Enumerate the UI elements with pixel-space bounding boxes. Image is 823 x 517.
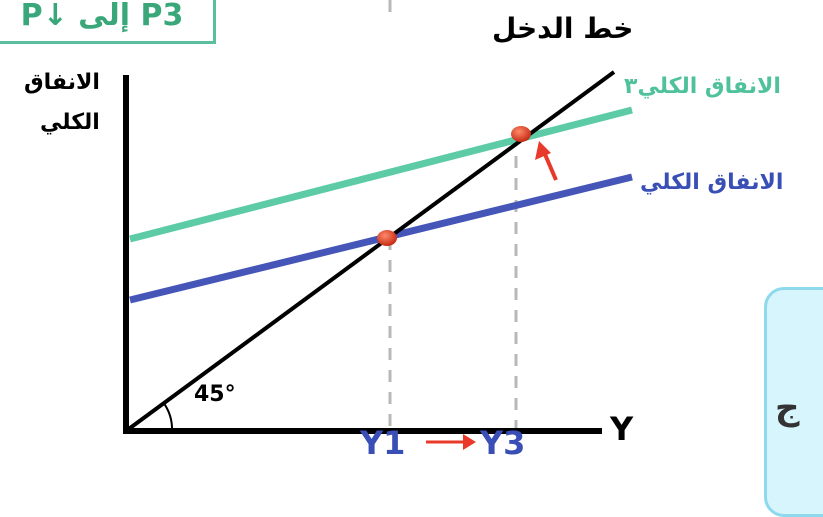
ae3-label: الانفاق الكلي٣: [624, 74, 781, 99]
price-change-box: P↓ إلى P3: [0, 0, 216, 44]
ae-label: الانفاق الكلي: [640, 170, 784, 195]
income-line-45: [124, 70, 616, 433]
angle-label: 45°: [194, 382, 236, 407]
y1-label: Y1: [360, 424, 406, 462]
y3-label: Y3: [480, 424, 526, 462]
shift-arrow: [535, 141, 558, 181]
y-axis-label-line1: الانفاق: [24, 70, 100, 95]
aggregate-expenditure-diagram: [123, 0, 633, 450]
y1-to-y3-arrow: [426, 434, 476, 450]
income-line-label: خط الدخل: [492, 12, 634, 45]
side-note-box: ج: [764, 287, 823, 517]
equilibrium-point-y1: [377, 230, 397, 246]
angle-arc: [162, 401, 174, 432]
price-change-text: P↓ إلى P3: [20, 0, 184, 33]
y-axis-label-line2: الكلي: [40, 110, 100, 135]
x-axis-label: Y: [610, 410, 634, 448]
ae3-line: [129, 106, 633, 243]
side-note-text: ج: [775, 388, 800, 428]
equilibrium-point-y3: [511, 126, 531, 142]
